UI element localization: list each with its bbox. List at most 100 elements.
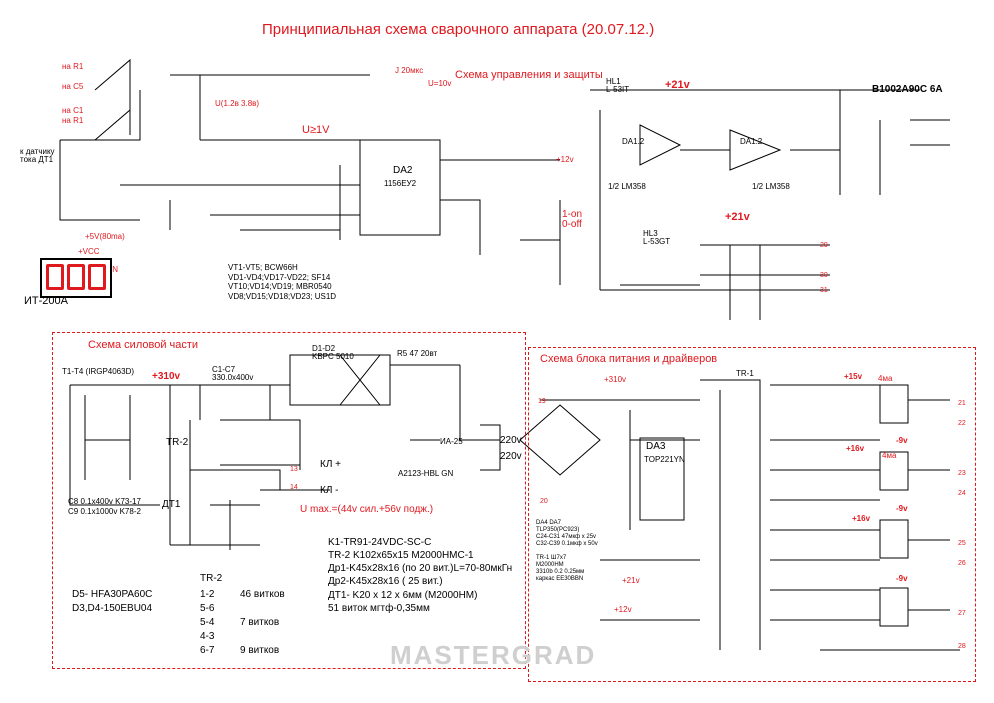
- label-uout: U=10v: [428, 79, 452, 88]
- label-d5: D5- HFA30PA60C: [72, 589, 153, 600]
- label-u-limit: U≥1V: [302, 124, 330, 136]
- label-tr1: TR-1: [736, 369, 754, 378]
- label-tr2: TR-2: [166, 437, 189, 448]
- label-k1: K1-TR91-24VDC-SC-C: [328, 537, 432, 548]
- label-c1-sensor: на C1: [62, 106, 84, 115]
- pin-25: 25: [958, 540, 966, 547]
- label-c1c7: C1-C7 330.0x400v: [212, 365, 254, 382]
- label-minus9c: -9v: [896, 574, 908, 583]
- label-dr2: Др2-K45x28x16 ( 25 вит.): [328, 576, 443, 587]
- label-plus310-supply: +310v: [604, 375, 627, 384]
- label-vcc: +VCC: [78, 247, 100, 256]
- label-t1t4: T1-T4 (IRGP4063D): [62, 367, 135, 376]
- label-sensor-note: к датчику тока ДТ1: [20, 147, 55, 164]
- label-d3d4: D3,D4-150EBU04: [72, 603, 153, 614]
- display-digit-2: [67, 264, 85, 290]
- label-lm358a: 1/2 LM358: [608, 182, 646, 191]
- label-d1d2: D1-D2 KBPC 5010: [312, 344, 354, 361]
- power-section-frame: [52, 332, 526, 669]
- label-ic-da2-part: 1156ЕУ2: [384, 179, 417, 188]
- label-c8: C8 0.1x400v K73-17: [68, 497, 141, 506]
- label-4ma-a: 4ма: [878, 374, 893, 383]
- pin-30: 30: [820, 272, 828, 279]
- label-umax: U max.=(44v сил.+56v подж.): [300, 504, 434, 515]
- label-r1-sensor: на R1: [62, 62, 84, 71]
- winding-turns-5: 9 витков: [240, 645, 280, 656]
- pin-20: 20: [540, 498, 548, 505]
- winding-turns-3: 7 витков: [240, 617, 280, 628]
- label-ammeter: ИТ-200А: [24, 295, 68, 307]
- label-u-range: U(1.2в 3.8в): [215, 99, 260, 108]
- label-led-hl1: HL1 L-53IT: [606, 77, 630, 94]
- label-dt1spec: ДТ1- K20 x 12 x 6мм (M2000HM): [328, 590, 478, 601]
- pin-24: 24: [958, 490, 966, 497]
- pin-29: 29: [820, 242, 828, 249]
- label-minus9b: -9v: [896, 504, 908, 513]
- label-220v-a: 220v: [500, 435, 522, 446]
- winding-pins-4: 4-3: [200, 631, 215, 642]
- label-c5-sensor: на C5: [62, 82, 84, 91]
- pin-14: 14: [290, 484, 298, 491]
- winding-pins-5: 6-7: [200, 645, 215, 656]
- pin-28: 28: [958, 643, 966, 650]
- pin-13: 13: [290, 466, 298, 473]
- label-plus21-supply: +21v: [622, 576, 640, 585]
- label-plus5: +5V(80ma): [85, 232, 125, 241]
- label-top221: TOP221YN: [644, 455, 685, 464]
- label-led-hl3: HL3 L-53GT: [643, 229, 671, 246]
- label-dt1: ДТ1: [162, 499, 181, 510]
- label-4ma-b: 4ма: [882, 451, 897, 460]
- label-plus15a: +15v: [844, 372, 863, 381]
- label-plus310-power: +310v: [152, 371, 181, 382]
- label-da3: DA3: [646, 441, 666, 452]
- winding-pins-2: 5-6: [200, 603, 215, 614]
- label-plus12-supply: +12v: [614, 605, 632, 614]
- pin-23: 23: [958, 470, 966, 477]
- label-plus21-mid: +21v: [725, 211, 750, 223]
- section-title-supply: Схема блока питания и драйверов: [540, 353, 718, 365]
- label-220v-b: 220v: [500, 451, 522, 462]
- label-ic-da12a: DA1.2: [622, 137, 645, 146]
- label-r5: R5 47 20вт: [397, 349, 438, 358]
- pin-26: 26: [958, 560, 966, 567]
- label-in: IN: [110, 265, 118, 274]
- label-on-off: 1-on 0-off: [562, 209, 583, 230]
- pin-31: 31: [820, 287, 828, 294]
- label-lm358b: 1/2 LM358: [752, 182, 790, 191]
- label-transistor-list: VT1-VT5; BCW66H VD1-VD4;VD17-VD22; SF14 …: [228, 263, 337, 301]
- supply-section-frame: [528, 347, 976, 682]
- section-title-control: Схема управления и защиты: [455, 69, 603, 81]
- label-timer: J 20мкс: [395, 66, 424, 75]
- supply-wiring: [519, 379, 960, 651]
- label-plus16c: +16v: [852, 514, 871, 523]
- winding-pins-1: 1-2: [200, 589, 215, 600]
- ic-da2-box: [359, 139, 441, 236]
- label-relay: B1002A90C 6A: [872, 84, 943, 95]
- label-ic-da2: DA2: [393, 165, 413, 176]
- page-title: Принципиальная схема сварочного аппарата…: [262, 21, 655, 38]
- label-ic-da12b: DA1.2: [740, 137, 763, 146]
- label-supply-spec: DA4 DA7 TLP350(PC923) C24-C31 47мкф x 25…: [536, 520, 598, 547]
- label-c9: C9 0.1x1000v K78-2: [68, 507, 141, 516]
- label-relay-part: A2123-HBL GN: [398, 469, 454, 478]
- label-ammeter-small: ИА-25: [440, 437, 463, 446]
- label-kl-minus: КЛ -: [320, 485, 339, 496]
- pin-22: 22: [958, 420, 966, 427]
- winding-table-header: TR-2: [200, 573, 223, 584]
- control-wiring: [59, 58, 950, 320]
- label-plus21-top: +21v: [665, 79, 690, 91]
- label-dt1turns: 51 виток мгтф-0,35мм: [328, 603, 430, 614]
- label-kl-plus: КЛ +: [320, 459, 342, 470]
- label-tr2spec: TR-2 K102x65x15 M2000HMC-1: [328, 550, 474, 561]
- watermark: MASTERGRAD: [390, 640, 597, 670]
- display-digit-3: [88, 264, 106, 290]
- pin-27: 27: [958, 610, 966, 617]
- ammeter-display: [40, 258, 112, 298]
- pin-21: 21: [958, 400, 966, 407]
- power-wiring: [69, 354, 501, 550]
- display-digit-1: [46, 264, 64, 290]
- label-dr1: Др1-K45x28x16 (по 20 вит.)L=70-80мкГн: [328, 563, 513, 574]
- pin-19: 19: [538, 398, 546, 405]
- section-title-power: Схема силовой части: [88, 339, 199, 351]
